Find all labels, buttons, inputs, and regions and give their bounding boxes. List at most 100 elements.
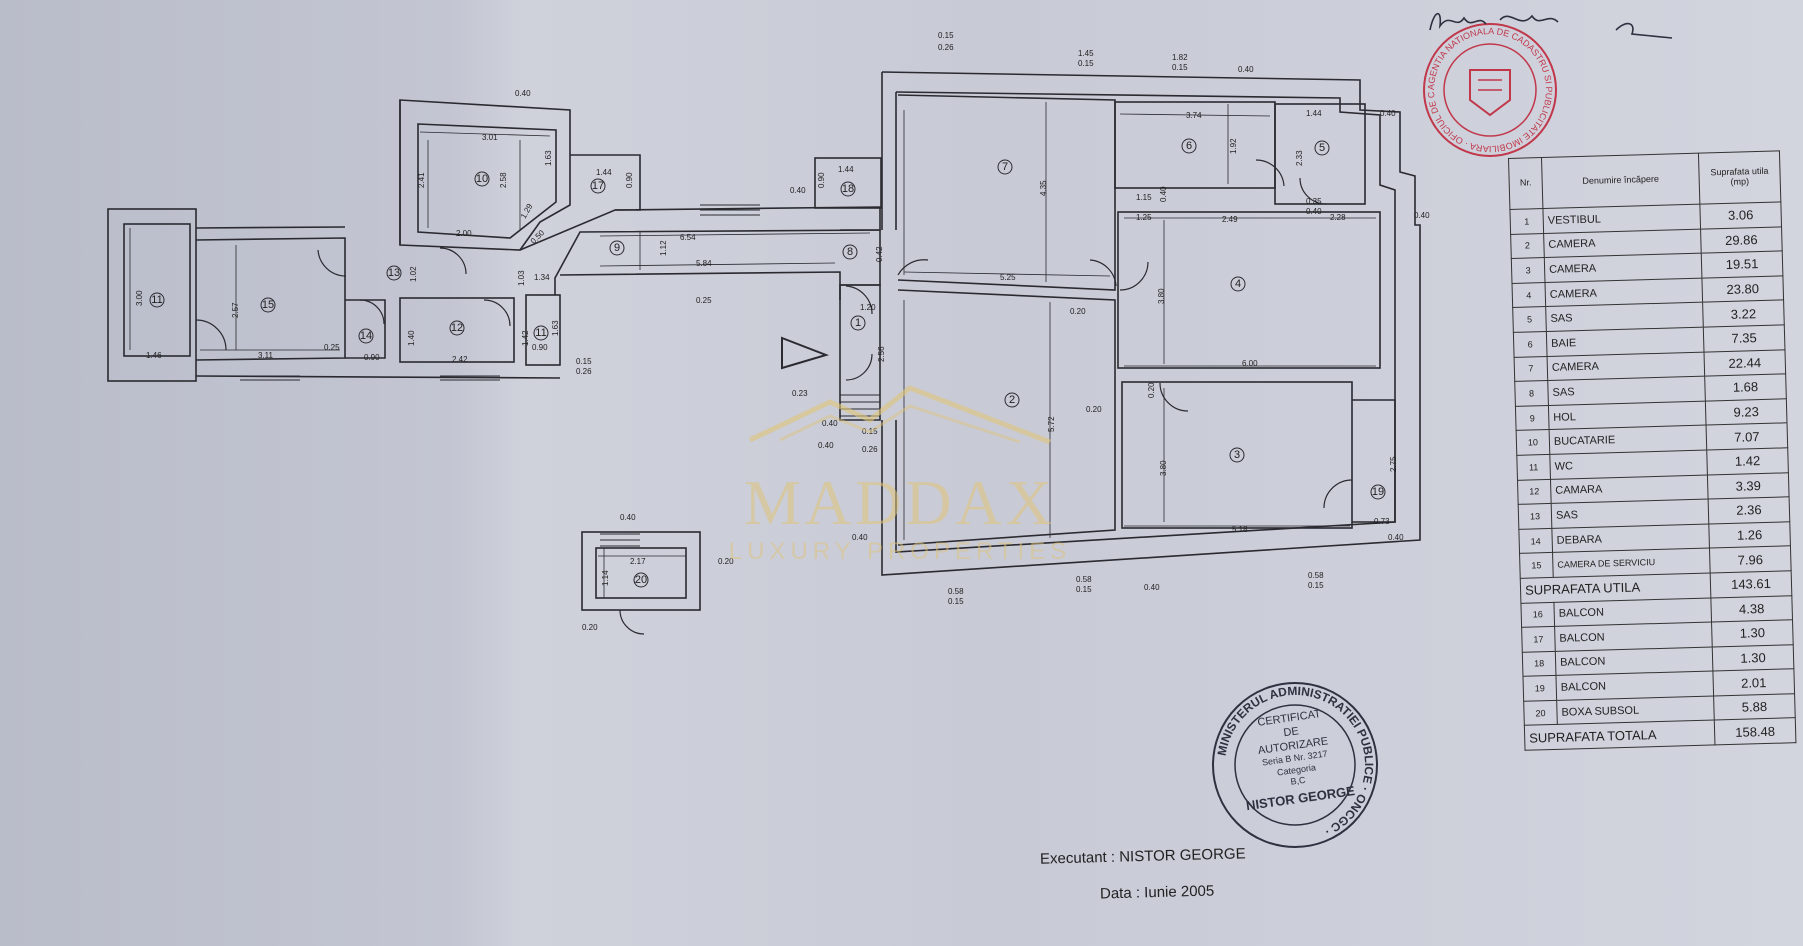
dim-label: 4.35	[1039, 180, 1048, 196]
dim-label: 0.20	[1147, 382, 1156, 398]
dim-label: 0.40	[1238, 65, 1254, 74]
dim-label: 0.20	[582, 623, 598, 632]
dim-label: 2.56	[877, 346, 886, 362]
cell-area: 1.30	[1712, 644, 1794, 672]
date-text: Data : Iunie 2005	[1099, 882, 1215, 903]
room-number-19: 19	[1372, 486, 1384, 498]
cell-area: 19.51	[1701, 251, 1783, 278]
dim-label: 2.57	[231, 302, 240, 318]
room-number-6: 6	[1186, 140, 1192, 152]
total-label: SUPRAFATA TOTALA	[1524, 720, 1715, 751]
door-swings	[195, 159, 1353, 635]
wall-room-15	[195, 237, 346, 361]
room-number-20: 20	[635, 574, 647, 586]
coat-of-arms-icon	[1469, 69, 1511, 117]
room-number-8: 8	[847, 246, 853, 258]
cell-area: 22.44	[1703, 349, 1786, 377]
dim-label: 0.26	[576, 367, 592, 376]
dim-label: 0.15	[1308, 581, 1324, 590]
dim-label: 0.58	[948, 587, 964, 596]
signature	[1429, 12, 1673, 39]
cell-nr: 14	[1518, 528, 1553, 554]
dim-label: 0.40	[1414, 211, 1430, 220]
dim-label: 6.00	[1242, 359, 1258, 368]
entrance-arrow	[781, 336, 830, 370]
dim-label: 2.41	[417, 172, 426, 188]
room-number-17: 17	[592, 180, 604, 192]
dim-label: 0.15	[862, 427, 878, 436]
cell-area: 3.39	[1707, 472, 1790, 500]
dim-label: 0.25	[696, 296, 712, 305]
room-number-9: 9	[614, 242, 620, 254]
dim-label: 1.42	[521, 330, 530, 346]
dim-label: 0.20	[718, 557, 734, 566]
dimension-labels: 0.40 3.01 2.41 2.58 1.63 1.44 0.90 0.90 …	[135, 31, 1430, 632]
stamp-center: CERTIFICAT DE AUTORIZARE Seria B Nr. 321…	[1232, 705, 1358, 815]
dim-label: 0.40	[852, 533, 868, 542]
dim-label: 0.26	[938, 43, 954, 52]
cell-nr: 19	[1522, 675, 1557, 702]
dim-label: 5.18	[1232, 525, 1248, 534]
room-number-1: 1	[855, 317, 861, 329]
authorization-stamp: MINISTERUL ADMINISTRATIEI PUBLICE · ONCG…	[1212, 682, 1378, 848]
dim-label: 1.25	[1136, 213, 1152, 222]
dim-label: 1.63	[544, 150, 553, 166]
dim-label: 6.54	[680, 233, 696, 242]
dim-label: 0.40	[822, 419, 838, 428]
wall-room-19	[1352, 399, 1396, 523]
dim-label: 1.40	[407, 330, 416, 346]
subtotal-area: 143.61	[1710, 570, 1792, 598]
dim-label: 1.34	[534, 273, 550, 282]
dim-label: 3.11	[258, 351, 274, 360]
cell-area: 3.22	[1702, 300, 1785, 328]
dim-label: 1.44	[1306, 109, 1322, 118]
room-number-11-left: 11	[151, 294, 162, 306]
room-number-2: 2	[1009, 394, 1015, 406]
dim-label: 3.01	[482, 133, 498, 142]
cell-area: 7.07	[1706, 423, 1788, 451]
cell-area: 2.01	[1712, 668, 1795, 696]
cell-area: 2.36	[1708, 496, 1790, 524]
room-number-13: 13	[388, 267, 400, 279]
dim-label: 1.20	[860, 303, 876, 312]
cadastre-seal: AGENTIA NATIONALA DE CADASTRU SI PUBLICI…	[1420, 20, 1557, 157]
dim-label: 1.92	[1229, 138, 1238, 154]
cell-nr: 17	[1521, 626, 1556, 652]
dim-label: 3.74	[1186, 111, 1202, 120]
cell-area: 9.23	[1705, 398, 1788, 426]
cell-nr: 15	[1519, 552, 1554, 579]
dim-label: 0.40	[620, 513, 636, 522]
cell-nr: 4	[1511, 282, 1546, 308]
wall-room-4	[1117, 211, 1381, 369]
wall-room-9	[519, 206, 881, 295]
cell-nr: 16	[1520, 601, 1555, 628]
room-number-18: 18	[842, 183, 854, 195]
cell-nr: 12	[1517, 478, 1552, 505]
stairs	[240, 204, 880, 547]
dim-label: 3.80	[1159, 460, 1168, 476]
cell-nr: 6	[1513, 331, 1548, 357]
dim-label: 0.73	[1374, 517, 1390, 526]
cell-nr: 3	[1511, 257, 1545, 284]
col-nr-header: Nr.	[1508, 157, 1543, 210]
cell-nr: 7	[1514, 356, 1548, 382]
dim-label: 0.42	[875, 246, 884, 262]
room-number-15: 15	[262, 299, 274, 311]
dim-label: 0.25	[324, 343, 340, 352]
table-header-row: Nr. Denumire încăpere Suprafata utila (m…	[1508, 150, 1781, 210]
dim-label: 0.90	[364, 353, 380, 362]
dim-label: 2.28	[1330, 213, 1346, 222]
dim-label: 0.26	[862, 445, 878, 454]
dim-label: 0.40	[1144, 583, 1160, 592]
col-name-header: Denumire încăpere	[1541, 153, 1700, 209]
dim-label: 0.58	[1308, 571, 1324, 580]
dim-label: 1.45	[1078, 49, 1094, 58]
dim-label: 2.17	[630, 557, 646, 566]
dim-label: 0.90	[625, 172, 634, 188]
dim-label: 1.15	[1136, 193, 1152, 202]
cell-area: 3.06	[1699, 201, 1782, 229]
dim-label: 0.40	[1159, 186, 1168, 202]
dim-label: 0.15	[1076, 585, 1092, 594]
room-number-12: 12	[451, 322, 463, 334]
